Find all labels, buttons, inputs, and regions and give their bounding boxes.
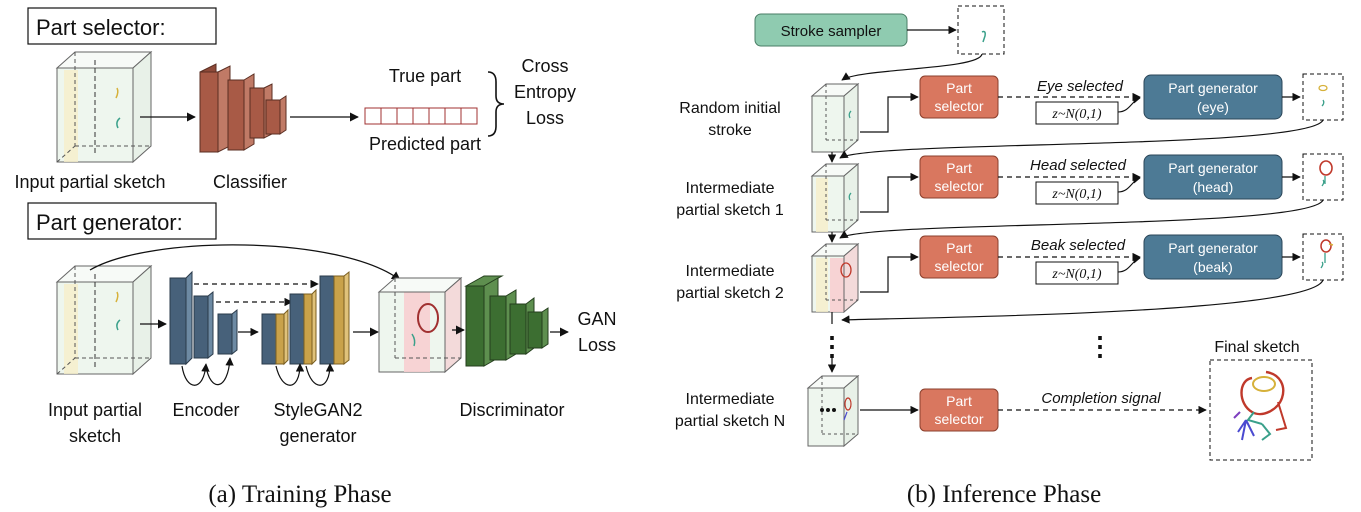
- selection-label-1: Eye selected: [1037, 78, 1124, 95]
- stage-label-n-line-2: partial sketch N: [675, 413, 785, 430]
- part-generator-1-line-2: (eye): [1197, 99, 1229, 115]
- part-selector-3-line-1: Part: [946, 240, 972, 256]
- arrow-noise3-to-generator: [1117, 255, 1141, 273]
- input-sketch-cube-generator: [55, 264, 153, 376]
- generator-loop-2: [305, 363, 335, 386]
- selection-label-2: Head selected: [1030, 157, 1127, 174]
- stage-label-1-line-1: Random initial: [679, 100, 780, 117]
- part-generator-header-box: [27, 202, 217, 240]
- inference-caption: (b) Inference Phase: [907, 481, 1101, 508]
- arrow-thumb3-to-next: [841, 279, 1324, 324]
- skip-arrow-input-to-output: [89, 244, 401, 281]
- part-generator-2-line-2: (head): [1193, 179, 1233, 195]
- ellipsis-left: ⋮: [819, 331, 845, 361]
- output-thumb-2: [1302, 153, 1344, 201]
- stylegan-label-1: StyleGAN2: [273, 400, 362, 420]
- noise-label-2: z~N(0,1): [1051, 187, 1102, 202]
- loss-line-3: Loss: [526, 108, 564, 128]
- arrow-cube1-to-selector: [860, 92, 919, 133]
- predicted-part-label: Predicted part: [369, 134, 481, 154]
- arrow-noise1-to-generator: [1117, 95, 1141, 113]
- stage-cube-1: [810, 82, 860, 154]
- final-sketch-drawing: [1233, 370, 1288, 441]
- stylegan-generator-block: [261, 270, 350, 366]
- gen-input-label-2: sketch: [69, 426, 121, 446]
- stage-label-1-line-2: stroke: [708, 122, 752, 139]
- loss-line-1: Cross: [521, 56, 568, 76]
- ellipsis-right: ⋮: [1087, 331, 1113, 361]
- final-sketch-thumb: [1209, 359, 1313, 461]
- output-vector: [364, 107, 478, 125]
- input-sketch-label: Input partial sketch: [14, 172, 165, 192]
- encoder-loop-2: [205, 357, 234, 386]
- training-caption: (a) Training Phase: [208, 481, 391, 508]
- arrow-thumb2-to-cube3: [839, 199, 1324, 239]
- noise-label-1: z~N(0,1): [1051, 107, 1102, 122]
- stage-cube-3: [810, 242, 860, 314]
- arrow-noise2-to-generator: [1117, 175, 1141, 193]
- discriminator-block: [464, 275, 549, 367]
- stage-cube-n: [806, 374, 860, 448]
- classifier-label: Classifier: [213, 172, 287, 192]
- stroke-sampler-label: Stroke sampler: [781, 23, 882, 40]
- encoder-loop-1: [181, 363, 210, 386]
- stage-label-3-line-1: Intermediate: [686, 263, 775, 280]
- part-selector-1-line-2: selector: [934, 98, 983, 114]
- stage-cube-2: [810, 162, 860, 234]
- part-generator-3-line-1: Part generator: [1168, 240, 1258, 256]
- completion-signal-label: Completion signal: [1041, 390, 1161, 407]
- arrow-cube2-to-selector: [860, 172, 919, 213]
- stage-label-2-line-2: partial sketch 1: [676, 202, 784, 219]
- gen-input-label-1: Input partial: [48, 400, 142, 420]
- part-selector-1-line-1: Part: [946, 80, 972, 96]
- sampled-stroke-thumb: [957, 5, 1005, 55]
- true-part-label: True part: [389, 66, 461, 86]
- noise-box-3: [1035, 261, 1119, 285]
- stylegan-label-2: generator: [279, 426, 356, 446]
- loss-brace: [487, 71, 505, 137]
- stage-label-3-line-2: partial sketch 2: [676, 285, 784, 302]
- noise-box-2: [1035, 181, 1119, 205]
- arrow-thumb1-to-cube2: [839, 119, 1324, 159]
- part-generator-3-line-2: (beak): [1193, 259, 1233, 275]
- discriminator-label: Discriminator: [459, 400, 564, 420]
- part-selector-2-line-1: Part: [946, 160, 972, 176]
- part-selector-2-line-2: selector: [934, 178, 983, 194]
- output-thumb-1: [1302, 73, 1344, 121]
- arrow-cube3-to-selector: [860, 252, 919, 293]
- classifier-block: [199, 63, 287, 153]
- part-selector-header: Part selector:: [36, 15, 166, 40]
- noise-box-1: [1035, 101, 1119, 125]
- part-selector-n-line-1: Part: [946, 393, 972, 409]
- encoder-block: [169, 270, 238, 366]
- gan-loss-line-2: Loss: [578, 335, 616, 355]
- part-selector-header-box: [27, 7, 217, 45]
- part-generator-2-line-1: Part generator: [1168, 160, 1258, 176]
- generated-output-cube: [377, 276, 463, 374]
- gan-loss-line-1: GAN: [577, 309, 616, 329]
- part-selector-3-line-2: selector: [934, 258, 983, 274]
- part-selector-n-line-2: selector: [934, 411, 983, 427]
- stage-label-2-line-1: Intermediate: [686, 180, 775, 197]
- loss-line-2: Entropy: [514, 82, 576, 102]
- part-generator-header: Part generator:: [36, 210, 183, 235]
- selection-label-3: Beak selected: [1031, 237, 1126, 254]
- part-generator-1-line-1: Part generator: [1168, 80, 1258, 96]
- arrow-stroke-to-initial: [841, 53, 983, 81]
- generator-loop-1: [275, 363, 305, 386]
- encoder-label: Encoder: [172, 400, 239, 420]
- stage-label-n-line-1: Intermediate: [686, 391, 775, 408]
- final-sketch-label: Final sketch: [1214, 339, 1299, 356]
- noise-label-3: z~N(0,1): [1051, 267, 1102, 282]
- input-sketch-cube-selector: [55, 50, 153, 164]
